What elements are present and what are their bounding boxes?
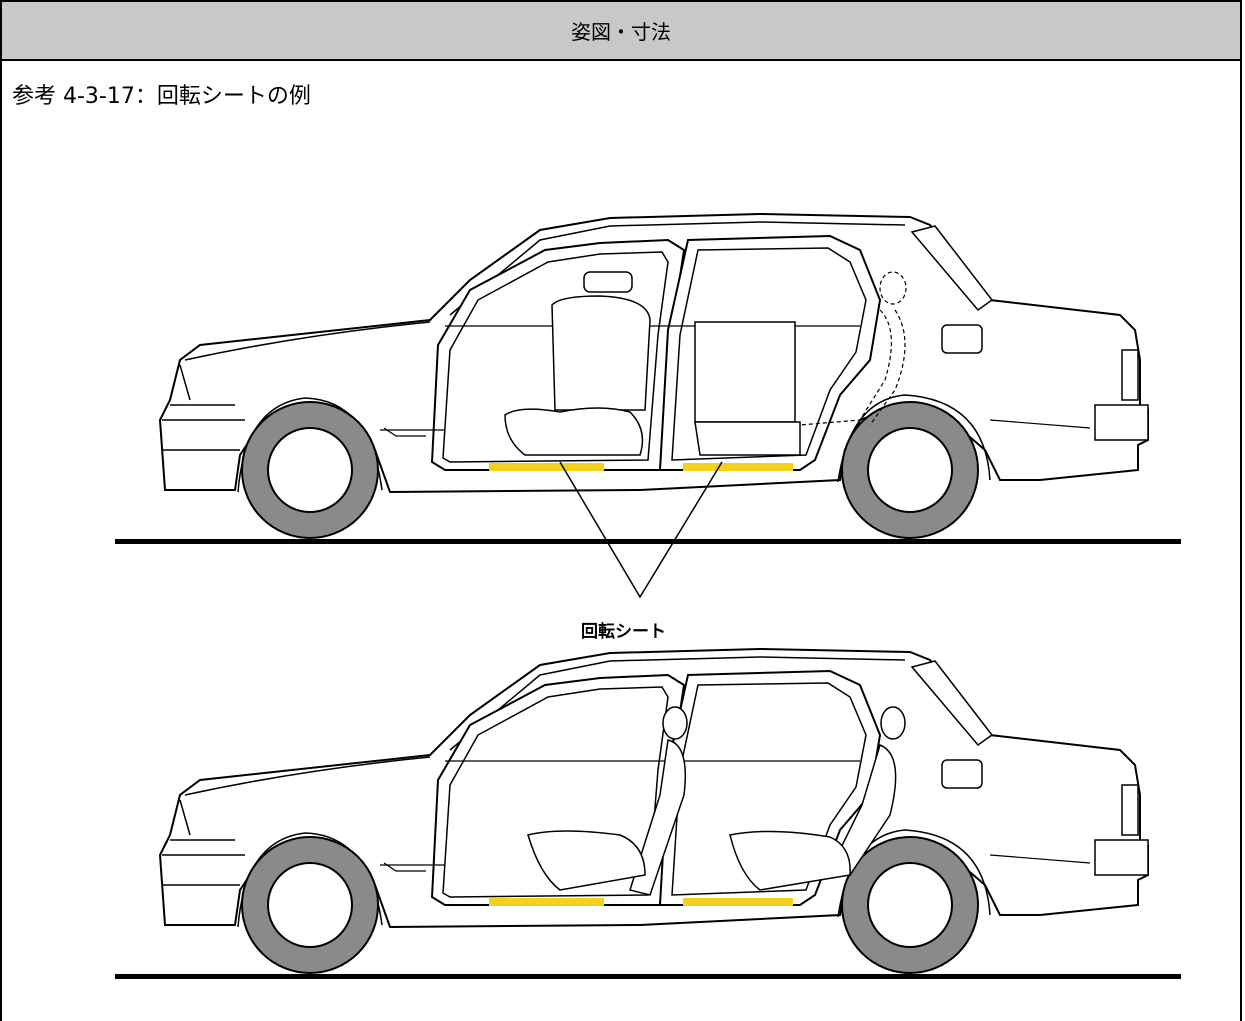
car-side-icon <box>159 648 1149 974</box>
swivel-base-highlight <box>683 898 793 906</box>
callout-label: 回転シート <box>581 621 666 642</box>
car-top <box>115 213 1181 544</box>
header-title: 姿図・寸法 <box>571 20 671 44</box>
table-header: 姿図・寸法 <box>0 0 1242 61</box>
swivel-base-highlight <box>683 463 793 471</box>
car-bottom <box>115 648 1181 979</box>
swivel-seat-front <box>504 271 651 456</box>
swivel-seat-rear <box>694 271 907 456</box>
seat-front <box>527 706 688 896</box>
seat-rear <box>729 706 906 891</box>
ground-line <box>115 539 1181 544</box>
swivel-base-highlight <box>489 463 604 471</box>
swivel-base-highlight <box>489 898 604 906</box>
car-side-icon <box>159 213 1149 539</box>
figure-caption: 参考 4-3-17：回転シートの例 <box>12 84 311 109</box>
callout-lines <box>559 461 723 599</box>
ground-line <box>115 974 1181 979</box>
